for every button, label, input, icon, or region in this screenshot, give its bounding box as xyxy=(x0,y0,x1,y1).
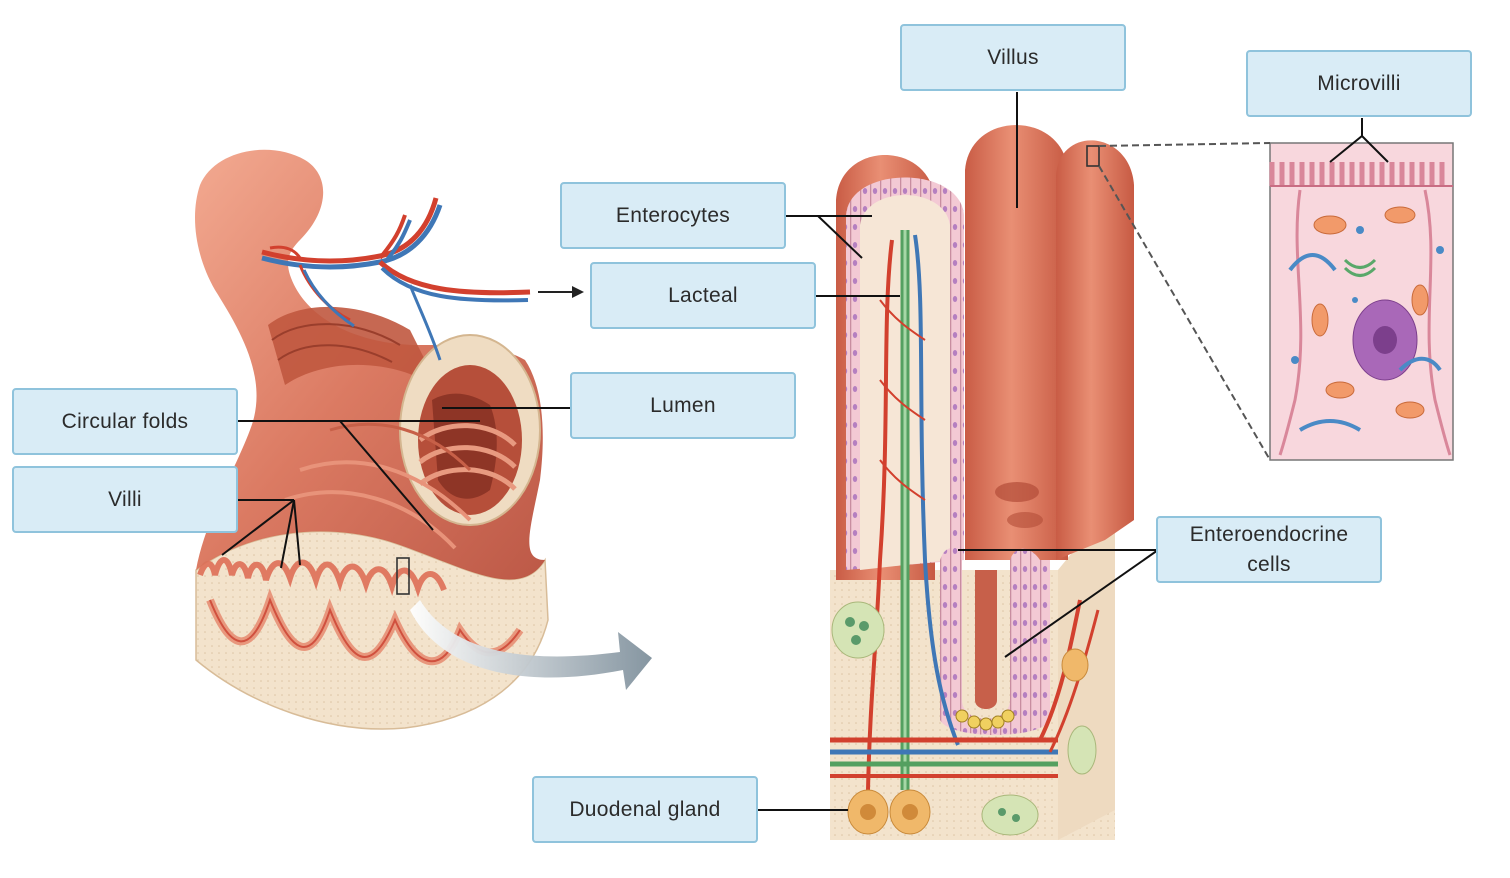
label-villi: Villi xyxy=(12,466,238,533)
label-lumen: Lumen xyxy=(570,372,796,439)
label-lacteal: Lacteal xyxy=(590,262,816,329)
label-circular-folds: Circular folds xyxy=(12,388,238,455)
villus-block-illustration xyxy=(830,125,1134,840)
leader-lines xyxy=(221,92,1389,811)
label-enteroendocrine-cells: Enteroendocrine cells xyxy=(1156,516,1382,583)
label-duodenal-gland: Duodenal gland xyxy=(532,776,758,843)
label-enterocytes: Enterocytes xyxy=(560,182,786,249)
label-villus: Villus xyxy=(900,24,1126,91)
label-microvilli: Microvilli xyxy=(1246,50,1472,117)
small-intestine-illustration xyxy=(195,149,652,730)
microvilli-cell-inset xyxy=(1098,142,1454,461)
